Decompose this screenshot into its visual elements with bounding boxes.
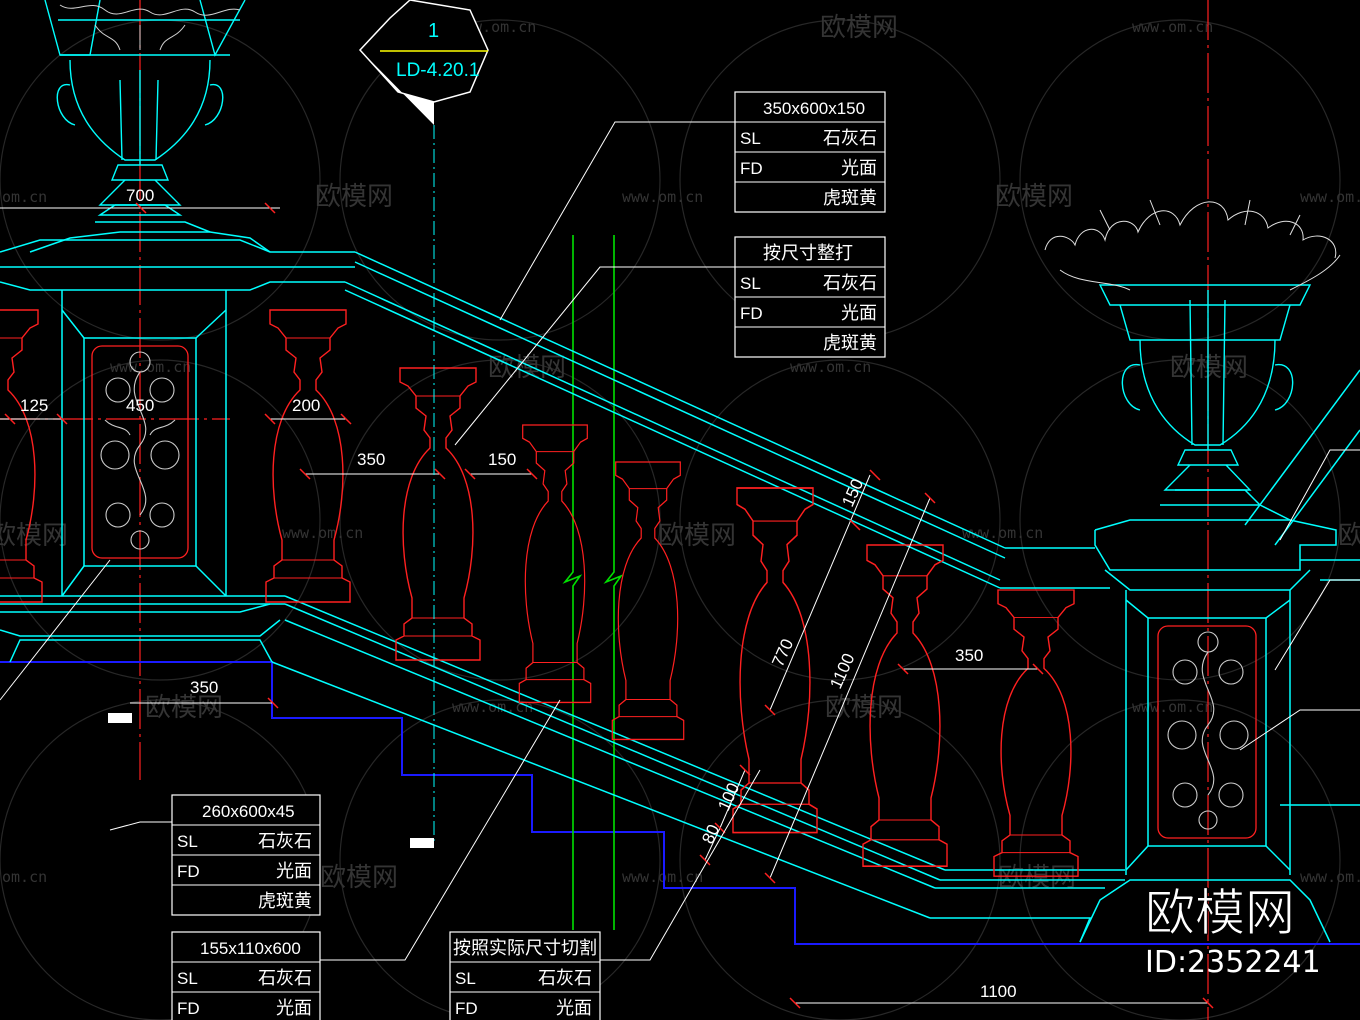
spec-table-value: 石灰石 [823,128,877,148]
brand-overlay: 欧模网 ID:2352241 [1145,884,1321,981]
dimension-1100: 1100 [826,650,858,691]
spec-table-key: SL [177,832,198,851]
rail-structure [0,204,1360,943]
leader-lines [109,121,1360,961]
spec-table-key: FD [740,304,763,323]
watermark-text: 欧模网 [488,353,566,383]
plant-foliage [1044,199,1341,291]
baluster [611,461,685,741]
spec-table-key: FD [177,862,200,881]
watermark-url: www.om.cn [1300,188,1360,206]
dimension-ticks [4,202,1214,1009]
spec-table: 155x110x600 SL 石灰石 FD 光面 [171,931,321,1020]
spec-table: 按尺寸整打 SL 石灰石 FD 光面 虎斑黄 [734,236,886,358]
watermark-url: www.om.cn [622,868,703,886]
baluster [518,424,592,704]
watermark-text: 欧模网 [825,693,903,723]
balusters [0,309,1079,877]
spec-table-value: 石灰石 [823,273,877,293]
spec-table-value: 虎斑黄 [258,891,312,911]
spec-table: 260x600x45 SL 石灰石 FD 光面 虎斑黄 [171,794,321,916]
dimension-200: 200 [292,396,320,415]
watermark-url: om.cn [2,868,47,886]
spec-table-header: 按照实际尺寸切割 [453,938,597,958]
spec-table-header: 155x110x600 [200,939,301,958]
urn-left-ornament [59,4,241,51]
watermark-text: 欧模网 [1338,521,1360,551]
spec-table-header: 按尺寸整打 [763,243,853,263]
spec-table-value: 光面 [276,998,312,1018]
spec-table-value: 虎斑黄 [823,188,877,208]
baluster [265,309,351,603]
dimension-1100: 1100 [980,982,1017,1001]
spec-table-key: SL [455,969,476,988]
panel-ornament-right [1157,625,1257,839]
urn-right [1098,284,1312,491]
dimension-770: 770 [768,636,797,670]
watermark-url: www.om.cn [282,524,363,542]
spec-table-key: SL [177,969,198,988]
watermark-url: www.om.cn [622,188,703,206]
watermark-text: 欧模网 [995,182,1073,212]
dimension-150: 150 [838,476,867,510]
spec-table: 350x600x150 SL 石灰石 FD 光面 虎斑黄 [734,91,886,213]
watermark-url: www.om.cn [452,698,533,716]
spec-table-key: FD [455,999,478,1018]
dimension-350: 350 [357,450,385,469]
baluster [0,309,43,603]
break-lines [562,235,624,930]
watermark-url: www.om.cn [110,358,191,376]
dimension-350: 350 [955,646,983,665]
dimension-450: 450 [126,396,154,415]
spec-table-key: SL [740,129,761,148]
section-marker[interactable]: 1 LD-4.20.1 [108,0,489,848]
dimension-125: 125 [20,396,48,415]
urn-left [44,0,246,206]
brand-name: 欧模网 [1145,884,1295,942]
spec-table-key: FD [177,999,200,1018]
spec-table-value: 光面 [556,998,592,1018]
section-number: 1 [428,20,439,42]
dimension-150: 150 [488,450,516,469]
watermark-text: 欧模网 [658,521,736,551]
baluster [395,367,481,661]
dimension-700: 700 [126,186,154,205]
watermark-url: om.cn [2,188,47,206]
watermark-text: 欧模网 [820,13,898,43]
spec-table-value: 石灰石 [258,968,312,988]
stair-steps [0,661,1360,945]
watermark-url: www.om.cn [1132,18,1213,36]
watermark-text: 欧模网 [315,182,393,212]
spec-table-value: 光面 [841,158,877,178]
panel-ornament-left [91,345,189,559]
watermark-url: www.om.cn [790,358,871,376]
spec-table-header: 260x600x45 [202,802,295,821]
watermark-text: 欧模网 [0,521,68,551]
watermark-text: 欧模网 [145,693,223,723]
spec-table: 按照实际尺寸切割 SL 石灰石 FD 光面 [449,931,601,1020]
watermark-text: 欧模网 [320,863,398,893]
spec-table-value: 石灰石 [538,968,592,988]
spec-table-key: FD [740,159,763,178]
spec-table-header: 350x600x150 [763,99,865,118]
section-ref: LD-4.20.1 [396,60,479,81]
watermark-url: www.om.cn [1132,698,1213,716]
watermark-url: www.om.cn [1300,868,1360,886]
watermark-url: www.om.cn [962,524,1043,542]
baluster [993,589,1079,877]
dimension-80: 80 [698,822,723,847]
brand-id: ID:2352241 [1145,945,1321,980]
watermark-text: 欧模网 [1170,353,1248,383]
spec-table-value: 虎斑黄 [823,333,877,353]
spec-table-key: SL [740,274,761,293]
spec-table-value: 光面 [276,861,312,881]
spec-table-value: 光面 [841,303,877,323]
spec-table-value: 石灰石 [258,831,312,851]
watermark-layer: 欧模网 欧模网 欧模网 欧模网 欧模网 欧模网 欧模网 欧模网 欧模网 欧模网 … [0,13,1360,1020]
dimension-350: 350 [190,678,218,697]
